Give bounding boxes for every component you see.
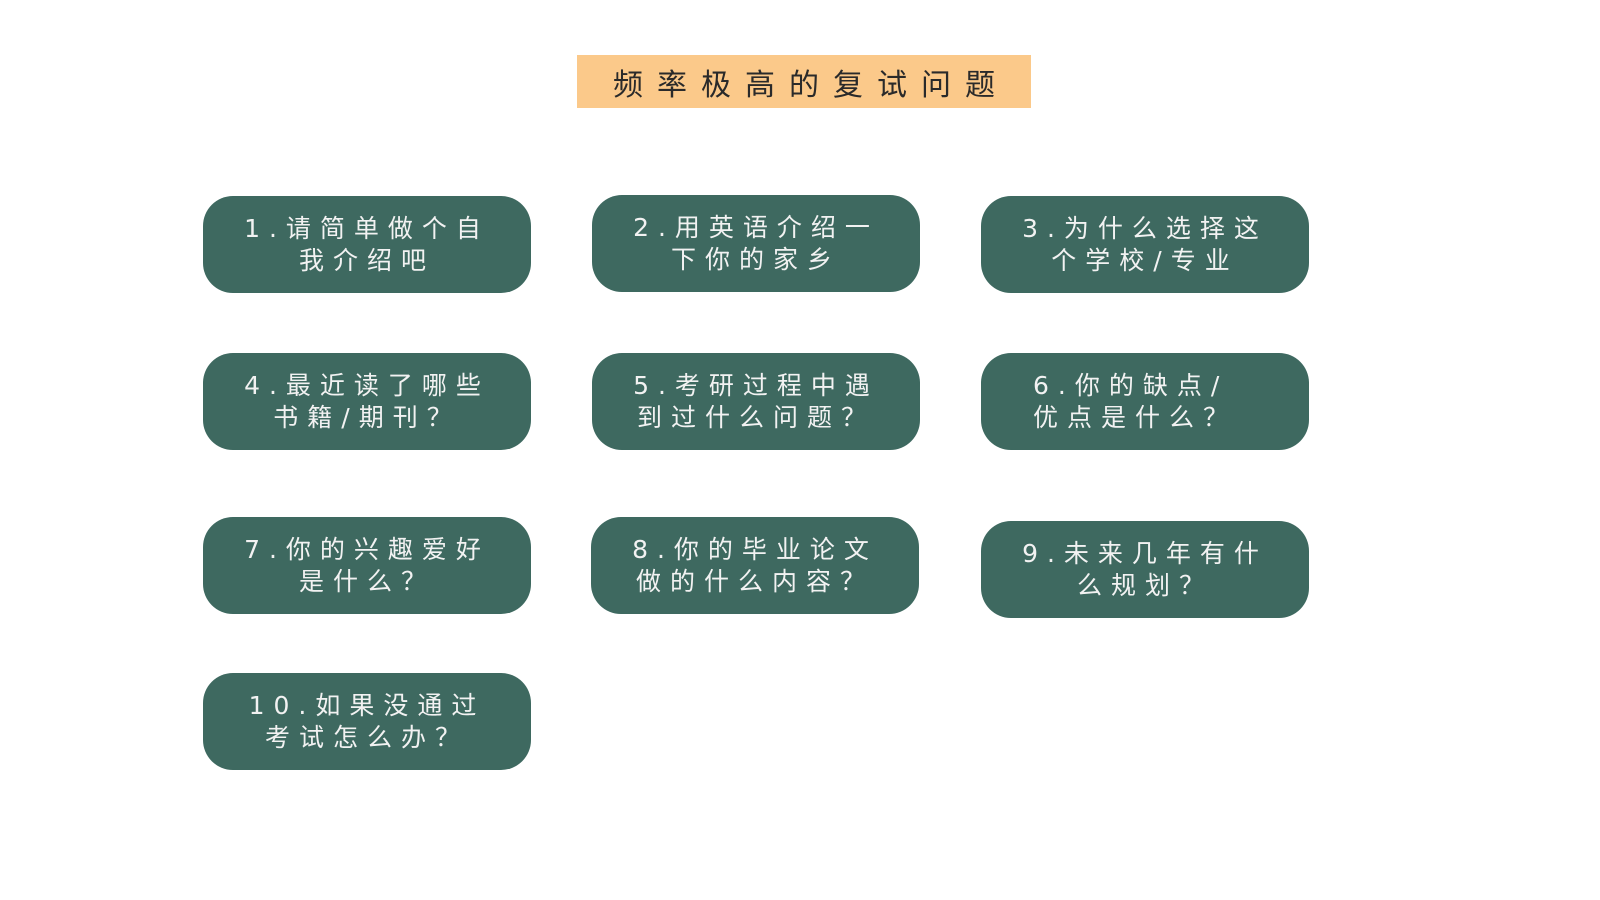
question-line-1: 1.请简单做个自 [244, 213, 490, 243]
question-text: 3.为什么选择这 个学校/专业 [1022, 213, 1268, 277]
question-card-1: 1.请简单做个自 我介绍吧 [203, 196, 531, 293]
question-card-3: 3.为什么选择这 个学校/专业 [981, 196, 1309, 293]
question-line-1: 7.你的兴趣爱好 [244, 534, 490, 564]
question-line-2: 考试怎么办？ [264, 722, 469, 752]
question-line-2: 优点是什么？ [1033, 402, 1238, 432]
question-text: 4.最近读了哪些 书籍/期刊？ [244, 370, 490, 434]
question-line-1: 6.你的缺点/ [1033, 370, 1229, 400]
question-text: 1.请简单做个自 我介绍吧 [244, 213, 490, 277]
question-line-2: 到过什么问题？ [636, 402, 875, 432]
question-text: 5.考研过程中遇 到过什么问题？ [633, 370, 879, 434]
question-text: 9.未来几年有什 么规划？ [1022, 538, 1268, 602]
question-card-4: 4.最近读了哪些 书籍/期刊？ [203, 353, 531, 450]
question-line-2: 是什么？ [298, 566, 435, 596]
question-text: 8.你的毕业论文 做的什么内容？ [632, 534, 878, 598]
question-card-5: 5.考研过程中遇 到过什么问题？ [592, 353, 920, 450]
question-card-10: 10.如果没通过 考试怎么办？ [203, 673, 531, 770]
question-card-8: 8.你的毕业论文 做的什么内容？ [591, 517, 919, 614]
question-line-1: 9.未来几年有什 [1022, 538, 1268, 568]
question-text: 2.用英语介绍一 下你的家乡 [633, 212, 879, 276]
question-line-2: 我介绍吧 [298, 245, 435, 275]
question-line-2: 书籍/期刊？ [273, 402, 461, 432]
question-line-1: 2.用英语介绍一 [633, 212, 879, 242]
question-text: 10.如果没通过 考试怎么办？ [249, 690, 486, 754]
question-line-1: 10.如果没通过 [248, 690, 486, 720]
slide-title-banner: 频率极高的复试问题 [577, 55, 1031, 108]
question-card-2: 2.用英语介绍一 下你的家乡 [592, 195, 920, 292]
question-line-1: 8.你的毕业论文 [632, 534, 878, 564]
question-line-2: 个学校/专业 [1051, 245, 1239, 275]
question-text: 7.你的兴趣爱好 是什么？ [244, 534, 490, 598]
question-line-2: 做的什么内容？ [635, 566, 874, 596]
question-line-1: 5.考研过程中遇 [633, 370, 879, 400]
question-line-1: 4.最近读了哪些 [244, 370, 490, 400]
question-line-1: 3.为什么选择这 [1022, 213, 1268, 243]
slide-title: 频率极高的复试问题 [613, 67, 1009, 103]
question-line-2: 下你的家乡 [670, 244, 841, 274]
question-card-7: 7.你的兴趣爱好 是什么？ [203, 517, 531, 614]
question-card-6: 6.你的缺点/ 优点是什么？ [981, 353, 1309, 450]
question-text: 6.你的缺点/ 优点是什么？ [1033, 370, 1237, 434]
question-line-2: 么规划？ [1076, 570, 1213, 600]
question-card-9: 9.未来几年有什 么规划？ [981, 521, 1309, 618]
